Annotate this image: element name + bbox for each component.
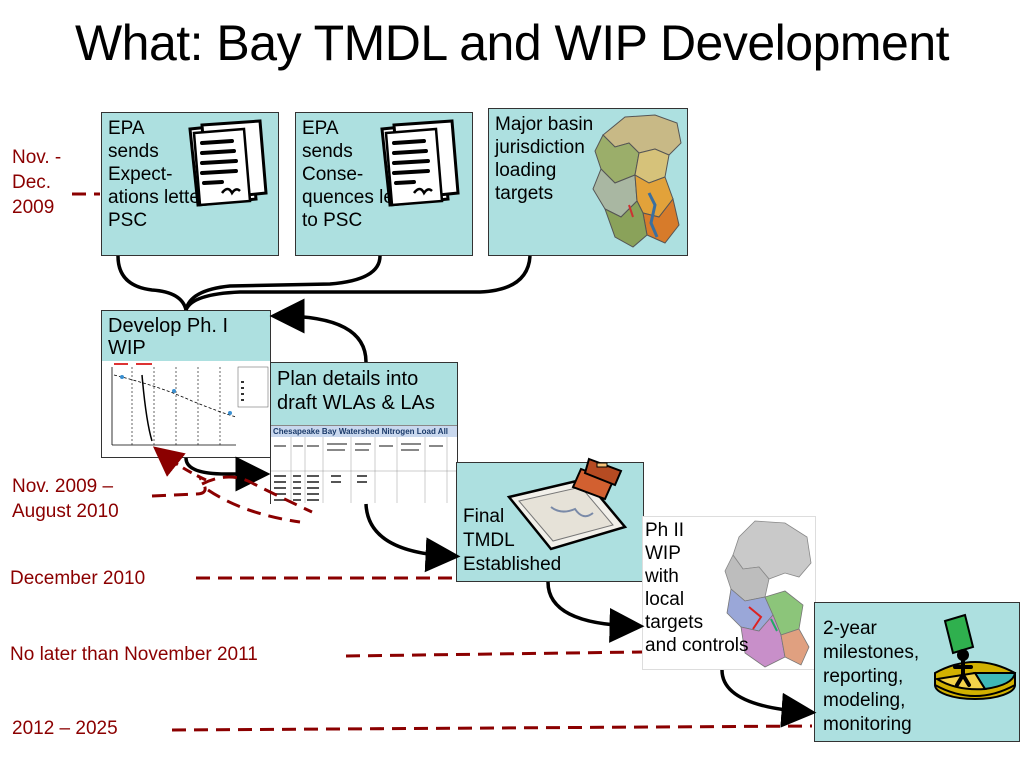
connector-expectations-to-wip — [116, 255, 188, 311]
arrow-develop-to-plan — [184, 456, 271, 492]
date-label-no-later-than-november-2011: No later than November 2011 — [10, 644, 258, 665]
milestones-box: 2-year milestones, reporting, modeling, … — [814, 602, 1020, 742]
leader-2012-2025 — [171, 724, 813, 732]
leader-no-later-than-november-2011 — [345, 650, 643, 658]
expectations-letter-box: EPA sends Expect- ations letter to PSC — [101, 112, 279, 256]
basin-targets-box: Major basin jurisdiction loading targets — [488, 108, 688, 256]
page-title: What: Bay TMDL and WIP Development — [74, 15, 950, 71]
date-label-nov-dec-2009: Nov. - Dec. 2009 — [12, 147, 62, 218]
connector-basin-to-wip — [184, 255, 532, 311]
arrow-final-tmdl-to-ph2 — [546, 581, 645, 643]
map-icon — [592, 114, 682, 248]
consequences-letter-box: EPA sends Conse- quences letter to PSC — [295, 112, 473, 256]
leader-nov-2009-aug-2010-b — [201, 475, 313, 514]
nitrogen-load-table-image: Chesapeake Bay Watershed Nitrogen Load A… — [271, 425, 457, 504]
date-label-december-2010: December 2010 — [10, 568, 146, 589]
wip-timeline-chart-image — [102, 361, 270, 457]
stamp-icon — [506, 457, 628, 551]
basin-targets-text: Major basin jurisdiction loading targets — [495, 114, 594, 204]
date-label-2012-2025: 2012 – 2025 — [12, 718, 118, 739]
map-icon — [724, 520, 812, 668]
document-icon — [380, 119, 460, 207]
milestones-text: 2-year milestones, reporting, modeling, … — [823, 618, 920, 735]
arrow-red-to-wip-chart — [152, 446, 207, 482]
date-label-nov-2009-aug-2010: Nov. 2009 – August 2010 — [12, 476, 119, 522]
expectations-letter-text: EPA sends Expect- ations letter to PSC — [108, 118, 227, 231]
plan-details-box: Plan details into draft WLAs & LAs Chesa… — [270, 362, 458, 504]
arrow-plan-to-develop — [269, 298, 368, 363]
leader-nov-2009-aug-2010 — [151, 477, 207, 498]
ph2-wip-box: Ph II WIP with local targets and control… — [642, 516, 816, 670]
ph2-wip-text: Ph II WIP with local targets and control… — [645, 520, 749, 656]
table-grid — [271, 437, 457, 503]
pie-chart-icon — [934, 613, 1017, 700]
plan-details-text: Plan details into draft WLAs & LAs — [277, 368, 435, 414]
table-title: Chesapeake Bay Watershed Nitrogen Load A… — [271, 426, 457, 437]
final-tmdl-box: Final TMDL Established — [456, 457, 644, 582]
final-tmdl-text: Final TMDL Established — [463, 506, 562, 575]
arrow-plan-to-final-tmdl — [364, 503, 461, 573]
develop-wip-box: Develop Ph. I WIP — [101, 310, 271, 458]
develop-wip-text: Develop Ph. I WIP — [108, 315, 229, 359]
connector-consequences-to-wip — [184, 255, 382, 311]
leader-nov-2009-aug-2010-c — [207, 488, 301, 524]
document-icon — [188, 119, 268, 207]
arrow-ph2-to-milestones — [720, 669, 817, 728]
